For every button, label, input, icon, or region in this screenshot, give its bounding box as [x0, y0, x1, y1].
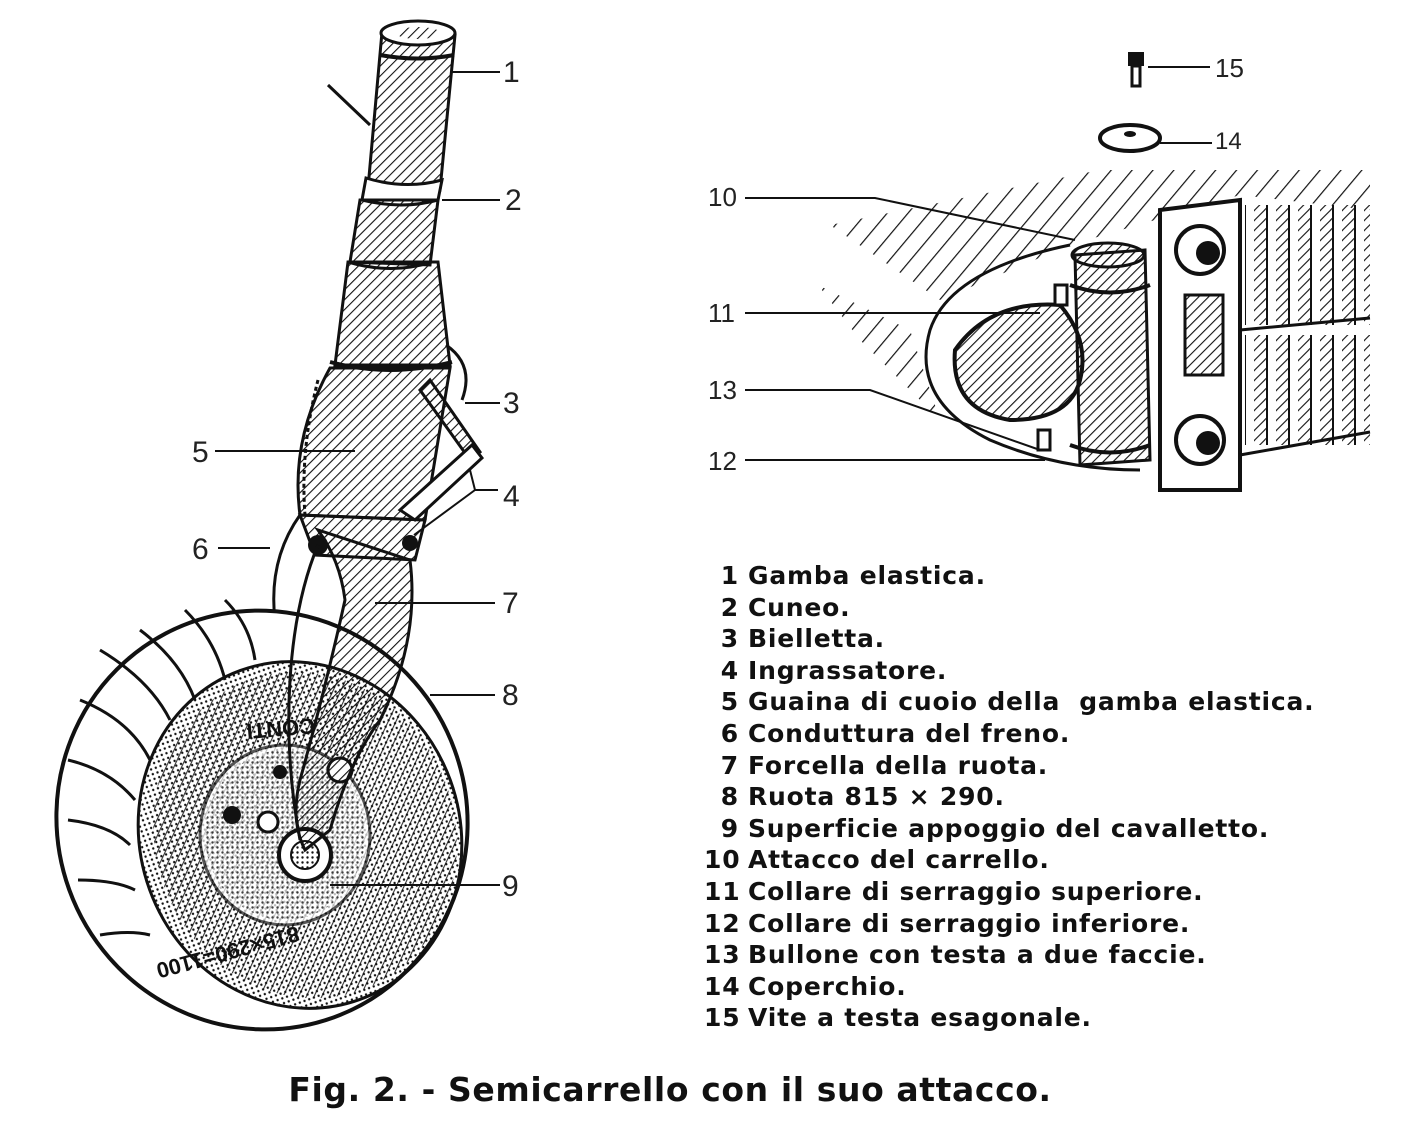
leader-lines-left	[215, 71, 500, 886]
callout-8: 8	[502, 679, 519, 712]
legend-item: 7 Forcella della ruota.	[704, 750, 1314, 782]
figure-caption: Fig. 2. - Semicarrello con il suo attacc…	[288, 1070, 1052, 1109]
attachment-view	[818, 52, 1371, 492]
legend-number: 8	[720, 782, 739, 812]
legend-item: 8 Ruota 815 × 290.	[704, 781, 1314, 813]
leader-lines-right	[745, 66, 1212, 461]
legend-item: 3 Bielletta.	[704, 623, 1314, 655]
legend-item: 9 Superficie appoggio del cavalletto.	[704, 813, 1314, 845]
callout-1: 1	[503, 56, 520, 89]
legend-label: Vite a testa esagonale.	[748, 1003, 1092, 1033]
legend-label: Ruota 815 × 290.	[748, 782, 1005, 812]
legend-label: Coperchio.	[748, 971, 907, 1001]
callout-6: 6	[192, 533, 209, 566]
legend-number: 13	[704, 940, 741, 970]
legend-item: 2 Cuneo.	[704, 592, 1314, 624]
legend-label: Cuneo.	[748, 592, 851, 622]
legend-label: Conduttura del freno.	[748, 718, 1071, 748]
legend-number: 6	[720, 718, 739, 748]
callout-15: 15	[1215, 53, 1244, 83]
callout-5: 5	[192, 436, 209, 469]
legend-number: 12	[704, 908, 741, 938]
parts-legend: 1 Gamba elastica. 2 Cuneo. 3 Bielletta. 4 In…	[704, 560, 1314, 1034]
legend-label: Collare di serraggio inferiore.	[748, 908, 1191, 938]
legend-number: 14	[704, 971, 741, 1001]
callout-3: 3	[503, 387, 520, 420]
legend-number: 2	[720, 592, 739, 622]
tire-brand-marking: CONTI	[246, 713, 316, 744]
legend-label: Superficie appoggio del cavalletto.	[748, 813, 1270, 843]
wheel: CONTI 815×290=1100	[54, 527, 470, 1032]
legend-item: 1 Gamba elastica.	[704, 560, 1314, 592]
legend-label: Attacco del carrello.	[748, 845, 1050, 875]
callout-13: 13	[708, 375, 737, 405]
legend-item: 4 Ingrassatore.	[704, 655, 1314, 687]
legend-number: 11	[704, 876, 741, 906]
callout-9: 9	[502, 870, 519, 903]
legend-number: 9	[720, 813, 739, 843]
legend-item: 6 Conduttura del freno.	[704, 718, 1314, 750]
callout-7: 7	[502, 587, 519, 620]
legend-number: 1	[720, 561, 739, 590]
callout-4: 4	[503, 480, 520, 513]
legend-label: Collare di serraggio superiore.	[748, 876, 1204, 906]
legend-label: Guaina di cuoio della gamba elastica.	[748, 687, 1315, 717]
legend-number: 15	[704, 1003, 741, 1033]
callout-12: 12	[708, 446, 737, 476]
legend-label: Ingrassatore.	[748, 655, 948, 685]
legend-label: Bullone con testa a due faccie.	[748, 940, 1207, 970]
callout-2: 2	[505, 184, 522, 217]
legend-number: 4	[720, 655, 739, 685]
legend-number: 5	[720, 687, 739, 717]
callout-14: 14	[1215, 128, 1242, 155]
legend-label: Gamba elastica.	[748, 561, 986, 590]
legend-item: 5 Guaina di cuoio della gamba elastica.	[704, 686, 1314, 718]
legend-number: 7	[720, 750, 739, 780]
legend-number: 10	[704, 845, 741, 875]
callout-10: 10	[708, 182, 737, 212]
callout-11: 11	[708, 298, 735, 328]
legend-label: Forcella della ruota.	[748, 750, 1049, 780]
legend-label: Bielletta.	[748, 624, 885, 654]
legend-number: 3	[720, 624, 739, 654]
